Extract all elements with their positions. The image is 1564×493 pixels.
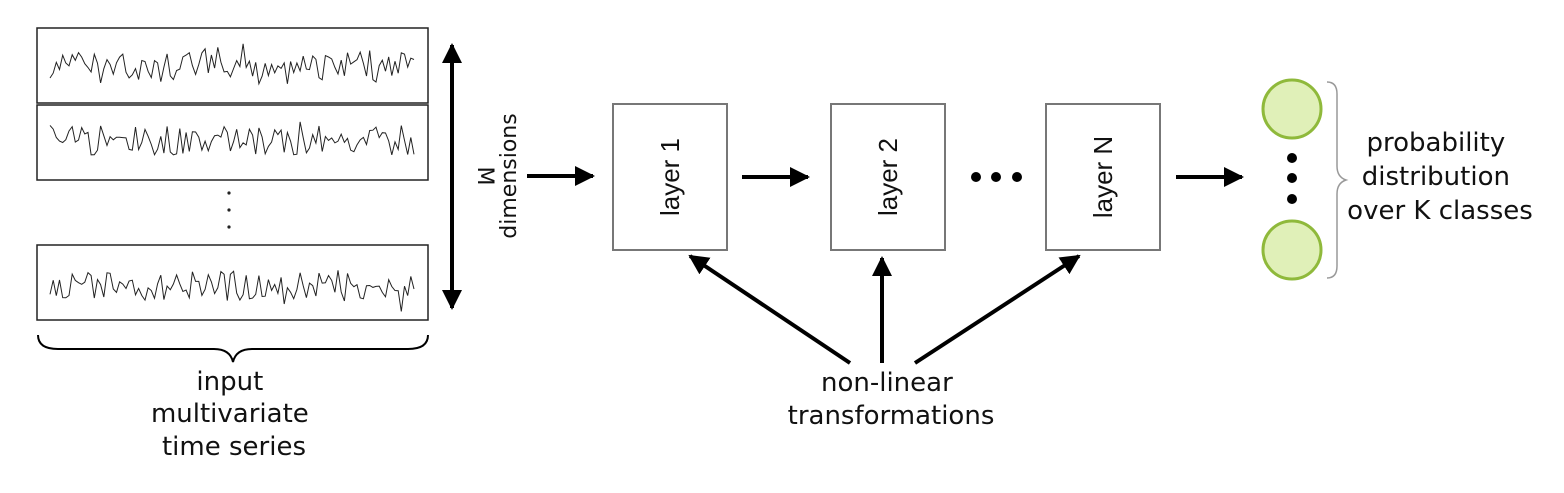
output-brace xyxy=(1326,81,1349,279)
layer-1-box xyxy=(612,103,728,251)
layer-2-label: layer 2 xyxy=(873,138,903,216)
layer-1-label: layer 1 xyxy=(655,138,685,216)
svg-text:dimensions: dimensions xyxy=(497,113,522,238)
output-label-line-2: distribution xyxy=(1362,162,1510,192)
input-label-line-1: input xyxy=(196,367,263,397)
layer-ellipsis xyxy=(971,172,1022,182)
input-brace xyxy=(37,334,429,363)
transform-label-line-1: non-linear xyxy=(821,368,953,398)
output-label-line-1: probability xyxy=(1367,128,1506,158)
series-panel-1 xyxy=(36,27,429,104)
output-node-top xyxy=(1261,78,1323,140)
panel-ellipsis xyxy=(227,191,231,229)
output-label-line-3: over K classes xyxy=(1347,196,1533,226)
series-panel-2 xyxy=(36,104,429,181)
transform-arrow-layer-1 xyxy=(688,254,852,365)
dimension-label-m: M xyxy=(472,167,497,186)
output-node-bottom xyxy=(1261,219,1323,281)
input-label: input multivariate time series xyxy=(151,367,317,462)
time-series-line-2 xyxy=(49,121,415,156)
dimension-label-dimensions: dimensions xyxy=(497,113,522,238)
transform-label-line-2: transformations xyxy=(788,401,995,431)
output-label: probability distribution over K classes xyxy=(1347,128,1533,226)
time-series-line-m xyxy=(49,270,415,312)
layer-n-label: layer N xyxy=(1088,136,1118,218)
output-node-ellipsis xyxy=(1287,153,1297,204)
transform-label: non-linear transformations xyxy=(788,368,995,431)
input-label-line-3: time series xyxy=(162,432,306,462)
layer-2-box xyxy=(830,103,946,251)
input-label-line-2: multivariate xyxy=(151,399,309,429)
series-panel-m xyxy=(36,244,429,321)
layer-n-box xyxy=(1045,103,1161,251)
time-series-line-1 xyxy=(49,43,415,86)
transform-arrow-layer-n xyxy=(913,254,1081,365)
svg-text:M: M xyxy=(472,167,497,186)
